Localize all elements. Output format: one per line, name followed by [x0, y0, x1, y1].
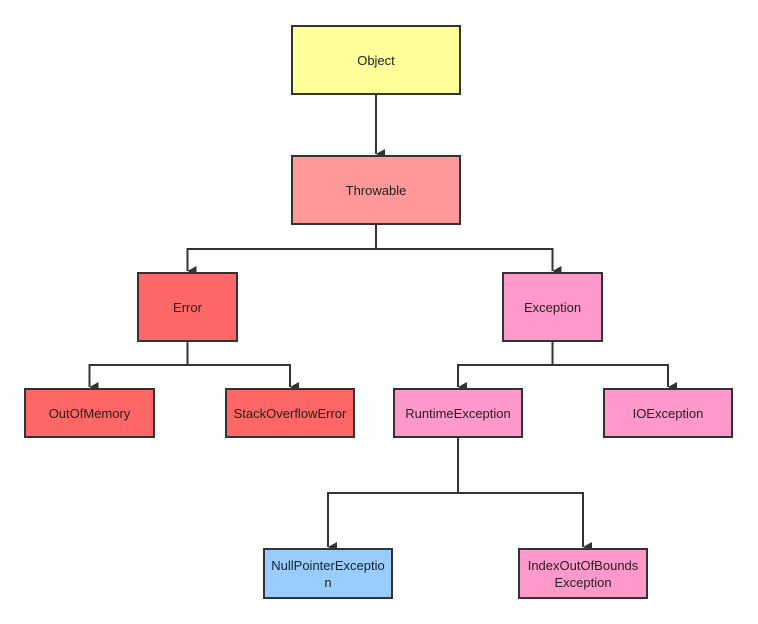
- edge-runtime_exception-null_pointer_exception: [327, 492, 458, 552]
- node-index-out-of-bounds-exception-label: IndexOutOfBoundsException: [527, 557, 639, 590]
- node-null-pointer-exception-label: NullPointerException: [271, 557, 385, 590]
- node-object-label: Object: [357, 52, 395, 68]
- node-stack-overflow-error: StackOverflowError: [225, 388, 355, 438]
- edge-exception-runtime_exception: [457, 364, 553, 392]
- node-error: Error: [137, 272, 238, 342]
- node-null-pointer-exception: NullPointerException: [263, 548, 393, 599]
- node-throwable: Throwable: [291, 155, 461, 225]
- edge-throwable-exception: [376, 248, 562, 276]
- node-stack-overflow-error-label: StackOverflowError: [233, 405, 347, 421]
- node-out-of-memory: OutOfMemory: [24, 388, 155, 438]
- node-index-out-of-bounds-exception: IndexOutOfBoundsException: [518, 548, 648, 599]
- node-object: Object: [291, 25, 461, 95]
- edge-exception-io_exception: [552, 364, 677, 392]
- node-io-exception: IOException: [603, 388, 733, 438]
- node-runtime-exception-label: RuntimeException: [405, 405, 511, 421]
- edge-throwable-error: [186, 248, 376, 276]
- edge-runtime_exception-index_out_of_bounds: [458, 492, 592, 552]
- node-runtime-exception: RuntimeException: [393, 388, 523, 438]
- node-error-label: Error: [173, 299, 202, 315]
- node-exception: Exception: [502, 272, 603, 342]
- node-io-exception-label: IOException: [632, 405, 704, 421]
- node-out-of-memory-label: OutOfMemory: [48, 405, 131, 421]
- edge-error-out_of_memory: [88, 364, 188, 392]
- edge-error-stack_overflow: [187, 364, 299, 392]
- node-exception-label: Exception: [523, 299, 582, 315]
- node-throwable-label: Throwable: [345, 182, 407, 198]
